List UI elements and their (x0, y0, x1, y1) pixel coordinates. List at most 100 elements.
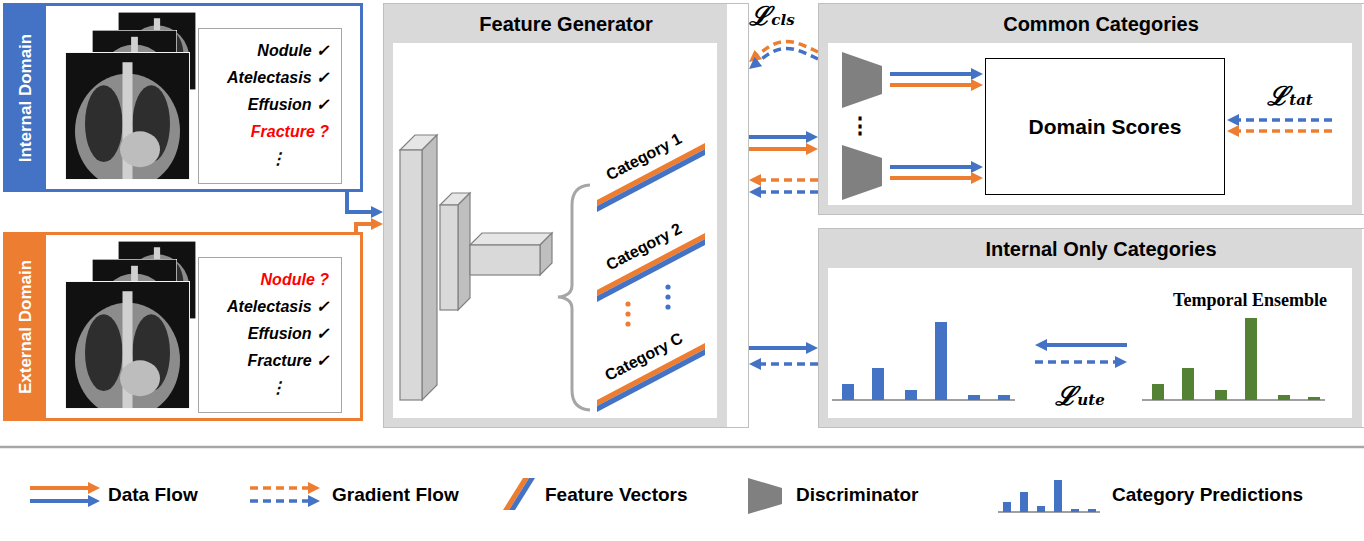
discriminators (842, 52, 882, 200)
box-title: Domain Scores (1029, 115, 1182, 139)
bar-baseline (832, 399, 1015, 401)
cnn-block (440, 205, 458, 310)
legend-data-flow (30, 499, 92, 503)
label-list-box: Nodule ✓Atelectasis ✓Effusion ✓Fracture … (198, 28, 342, 184)
data-flow-line (749, 135, 810, 139)
gradient-flow-line (757, 362, 818, 366)
panel-title: Common Categories (819, 4, 1364, 44)
cnn-blocks (400, 135, 552, 400)
legend-item: Discriminator (796, 484, 918, 506)
prediction-bar (998, 395, 1010, 400)
label-item: Atelectasis ✓ (227, 64, 329, 91)
cnn-block (458, 193, 470, 310)
data-flow-line (749, 147, 810, 151)
panel-inner (828, 268, 1352, 418)
panel-ground (383, 3, 727, 428)
ellipsis-dot (625, 311, 630, 316)
xray-image (65, 281, 190, 418)
label-column: Nodule ?Atelectasis ✓Effusion ✓Fracture … (227, 266, 329, 401)
data-flow-arrow (890, 165, 975, 169)
gradient-arrow (1235, 118, 1332, 122)
ensemble-bar (1278, 395, 1290, 400)
ensemble-bar (1182, 368, 1194, 400)
data-flow-line (749, 346, 810, 350)
flow-connector (347, 192, 375, 212)
separator-line (0, 446, 1364, 449)
label-item: ⋮ (227, 145, 329, 172)
label-list-box: Nodule ?Atelectasis ✓Effusion ✓Fracture … (198, 257, 342, 413)
legend-discriminator (748, 478, 782, 514)
legend-bar (1020, 492, 1028, 512)
prediction-bar (935, 322, 947, 400)
loss-label: ℒute (1055, 377, 1104, 413)
ellipsis-dot (625, 301, 630, 306)
prediction-bar (842, 384, 854, 400)
ensemble-label: Temporal Ensemble (1173, 290, 1327, 311)
cnn-block (470, 233, 552, 245)
cnn-block (470, 245, 540, 275)
legend-gradient-flow (250, 499, 312, 503)
flow-connector (749, 137, 810, 149)
ellipsis-dot (665, 294, 670, 299)
ensemble-bar (1152, 384, 1164, 400)
domain-band: External Domain (6, 235, 46, 418)
flow-connector (755, 41, 818, 64)
ellipsis-dot (625, 321, 630, 326)
ensemble-bars (1142, 318, 1325, 400)
module-panel: Feature Generator (383, 3, 749, 428)
flow-connector (356, 224, 375, 232)
discriminator (842, 145, 882, 200)
gradient-arrow (1035, 360, 1119, 364)
legend-bar (1003, 502, 1011, 512)
xray-image (65, 52, 190, 189)
legend-text: Feature Vectors (545, 484, 688, 506)
gradient-flow-line (755, 48, 818, 64)
xray-stack (65, 12, 196, 189)
gradient-flow-line (757, 178, 818, 182)
cnn-block (422, 135, 437, 400)
legend-bar (1088, 509, 1096, 512)
legend-text: Category Predictions (1112, 484, 1303, 506)
discriminator (842, 52, 882, 108)
flow-connector (757, 180, 818, 192)
gradient-arrow (1235, 129, 1332, 133)
flow-connector (749, 348, 810, 349)
xray-stack (65, 241, 196, 418)
prediction-bar (968, 395, 980, 400)
brace (558, 185, 590, 410)
panel-title: Feature Generator (384, 4, 748, 44)
legend-icons (30, 478, 1100, 514)
data-flow-line (356, 224, 375, 232)
label-item: ⋮ (227, 374, 329, 401)
legend-bar (1054, 480, 1062, 512)
label-column: Nodule ✓Atelectasis ✓Effusion ✓Fracture … (227, 37, 329, 172)
legend-bar (1037, 506, 1045, 512)
prediction-bars (832, 322, 1015, 400)
ensemble-bar (1245, 318, 1257, 400)
flow-connector (757, 364, 818, 365)
panel-title: Internal Only Categories (819, 229, 1364, 269)
legend-feature-vector (509, 478, 535, 510)
data-flow-arrow (890, 83, 975, 87)
ellipsis-dot (665, 304, 670, 309)
label-item: Nodule ? (227, 266, 329, 293)
legend-text: Gradient Flow (332, 484, 459, 506)
legend-item: Data Flow (108, 484, 198, 506)
label-item: Atelectasis ✓ (227, 293, 329, 320)
legend-gradient-flow (250, 486, 312, 490)
loss-label: ℒtat (1267, 77, 1313, 113)
ensemble-arrows (1035, 345, 1127, 362)
prediction-bar (872, 368, 884, 400)
loss-label: ℒcls (749, 0, 794, 33)
legend-bar (1071, 509, 1079, 512)
data-flow-arrow (1043, 343, 1127, 347)
label-item: Nodule ✓ (227, 37, 329, 64)
domain-box: External Domain Nodule ?Atelectasis ✓Effu… (3, 232, 363, 421)
legend-item: Feature Vectors (545, 484, 688, 506)
domain-title: Internal Domain (16, 33, 36, 161)
legend-text: Discriminator (796, 484, 918, 506)
ensemble-bar (1308, 397, 1320, 400)
bar-baseline (1142, 399, 1325, 401)
prediction-bar (905, 390, 917, 400)
panel-fill (383, 3, 727, 428)
